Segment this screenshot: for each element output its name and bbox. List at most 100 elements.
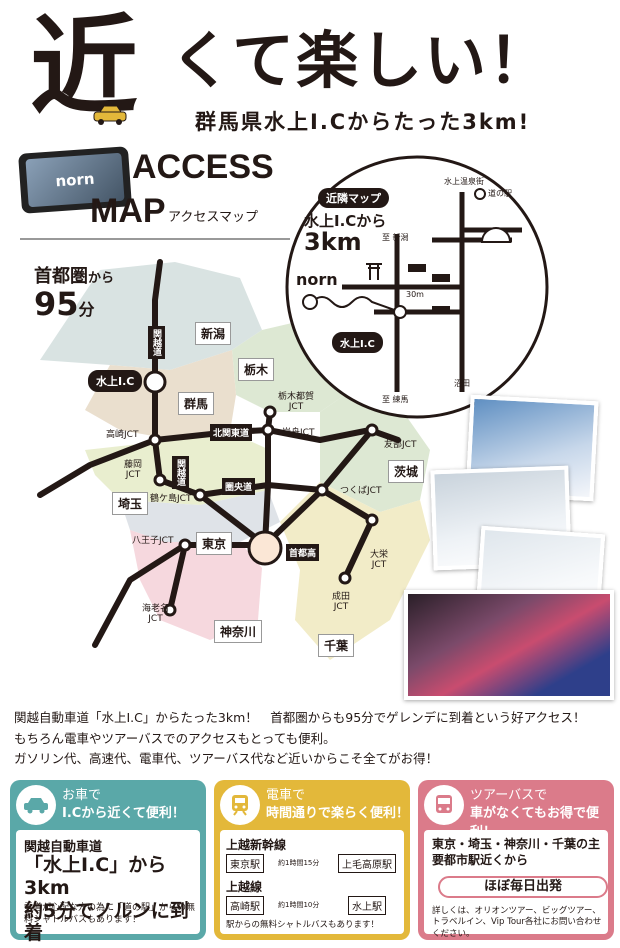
description-line-2: もちろん電車やツアーバスでのアクセスもとっても便利。 — [14, 730, 336, 746]
card-bus-origin: 東京・埼玉・神奈川・千葉の主要都市駅近くから — [432, 837, 601, 868]
nearby-ic-label: 水上I.C — [332, 332, 383, 353]
node-iwafune — [261, 423, 275, 437]
car-icon — [93, 105, 127, 125]
description-line-3: ガソリン代、高速代、電車代、ツアーバス代など近いからこそ全てがお得！ — [14, 751, 439, 767]
card-car-header-1: お車で — [62, 788, 102, 803]
train-line-1-to: 上毛高原駅 — [338, 854, 396, 873]
jct-ebina: 海老名 JCT — [142, 604, 170, 625]
train-line-1-time: 約1時間15分 — [278, 859, 320, 867]
access-description: 関越自動車道「水上I.C」からたった3km！ 首都圏からも95分でゲレンデに到着… — [14, 708, 614, 770]
access-map-title: norn ACCESS MAP アクセスマップ — [18, 146, 300, 242]
node-tsukuba — [315, 483, 329, 497]
nearby-norn-logo: norn — [296, 270, 338, 289]
road-tohoku — [262, 409, 273, 548]
node-fujioka — [153, 473, 167, 487]
metro-from: 首都圏 — [34, 266, 88, 287]
jct-tsurugashima: 鶴ケ島JCT — [150, 494, 192, 504]
road-tag-kanetsu-mid: 関越道 — [172, 456, 189, 489]
map-subtitle: アクセスマップ — [168, 210, 258, 225]
card-train-body: 上越新幹線 東京駅 約1時間15分 上毛高原駅 上越線 高崎駅 約1時間10分 … — [220, 830, 404, 934]
bus-badge-icon — [424, 785, 464, 825]
car-badge-icon — [16, 785, 56, 825]
node-minakami — [143, 370, 167, 394]
node-narita — [338, 571, 352, 585]
card-bus-header: ツアーバスで 車がなくてもお得で便利！ — [418, 780, 614, 840]
road-tag-ken-o: 圏央道 — [222, 478, 256, 495]
divider — [20, 238, 290, 240]
road-tag-kanetsu-top: 関越道 — [148, 326, 165, 359]
photo-group — [404, 590, 614, 700]
card-train-header-1: 電車で — [266, 788, 306, 803]
card-car-note: 雪道が心配な方の為に「道の駅」からの無料シャトルバスもあります！ — [24, 903, 196, 926]
train-badge-icon — [220, 785, 260, 825]
train-line-2-from: 高崎駅 — [226, 896, 264, 915]
road-tomei — [167, 542, 188, 613]
nearby-onsen: 水上温泉街 — [444, 177, 484, 186]
jct-narita: 成田 JCT — [332, 592, 351, 613]
area-niigata: 新潟 — [195, 322, 232, 345]
sign-norn-2 — [432, 274, 450, 282]
metro-minutes: 95 — [34, 285, 79, 323]
sign-norn-1 — [408, 264, 426, 272]
train-line-1-from: 東京駅 — [226, 854, 264, 873]
map-title: MAP — [90, 192, 166, 230]
nearby-distance: 3km — [304, 228, 362, 256]
card-bus: ツアーバスで 車がなくてもお得で便利！ 東京・埼玉・神奈川・千葉の主要都市駅近く… — [418, 780, 614, 940]
train-line-2-time: 約1時間10分 — [278, 901, 320, 909]
nearby-from: 水上I.Cから — [304, 212, 387, 230]
area-tokyo: 東京 — [196, 532, 233, 555]
headline-rest: くて楽しい！ — [170, 24, 553, 97]
jct-iwafune: 岩舟JCT — [282, 428, 315, 438]
card-car-header-2: I.Cから近くて便利！ — [62, 806, 185, 821]
node-tochigi-tsuga — [263, 405, 277, 419]
area-gunma: 群馬 — [178, 392, 215, 415]
node-tokyo — [247, 530, 283, 566]
card-bus-header-1: ツアーバスで — [470, 788, 548, 803]
road-ken-o — [157, 477, 375, 581]
nearby-numata: 沼田 — [454, 379, 470, 388]
node-ebina — [163, 603, 177, 617]
nearby-map: 近隣マップ 水上I.Cから 3km norn 水上温泉街 道の駅 至 新潟 至 … — [282, 152, 552, 422]
jct-tochigi-tsuga: 栃木都賀 JCT — [278, 392, 315, 413]
area-tochigi: 栃木 — [238, 358, 275, 381]
nearby-to-niigata: 至 新潟 — [382, 233, 409, 242]
card-car-body: 関越自動車道 「水上I.C」から3km 約5分でノルンに到着 雪道が心配な方の為… — [16, 830, 200, 944]
card-train-note: 駅からの無料シャトルバスもあります！ — [226, 920, 380, 930]
headline-big-char: 近 — [30, 5, 138, 130]
nearby-michinoeki-dot — [474, 188, 486, 200]
jct-hachioji: 八王子JCT — [132, 536, 174, 546]
card-car-headline-2: 約5分でノルンに到着 — [24, 899, 189, 945]
jct-fujioka: 藤岡 JCT — [124, 460, 143, 481]
jct-oei: 大栄 JCT — [370, 550, 389, 571]
area-saitama: 埼玉 — [112, 492, 149, 515]
card-train-header-2: 時間通りで楽らく便利！ — [266, 806, 410, 821]
train-line-2: 上越線 — [226, 880, 263, 894]
jct-tsukuba: つくばJCT — [340, 486, 382, 496]
node-tomobe — [365, 423, 379, 437]
card-car-road: 関越自動車道 — [24, 840, 103, 855]
card-train-header: 電車で 時間通りで楽らく便利！ — [214, 780, 410, 825]
metro-minutes-suffix: 分 — [78, 300, 95, 319]
headline: 近 くて楽しい！ 群馬県水上I.Cからたった3km! — [30, 5, 590, 135]
train-line-2-to: 水上駅 — [348, 896, 386, 915]
card-car-headline: 「水上I.C」から3km 約5分でノルンに到着 — [24, 854, 200, 945]
nearby-norn-dot — [302, 294, 318, 310]
minakami-ic-label: 水上I.C — [88, 370, 143, 392]
tunnel-icon — [480, 227, 512, 243]
metro-from-suffix: から — [88, 271, 115, 286]
nearby-route — [311, 296, 401, 313]
card-bus-body: 東京・埼玉・神奈川・千葉の主要都市駅近くから ほぼ毎日出発 詳しくは、オリオンツ… — [424, 830, 608, 939]
road-tag-shutoko: 首都高 — [286, 544, 320, 561]
headline-subtitle: 群馬県水上I.Cからたった3km! — [195, 110, 531, 134]
card-car: お車で I.Cから近くて便利！ 関越自動車道 「水上I.C」から3km 約5分で… — [10, 780, 206, 944]
nearby-tag: 近隣マップ — [318, 188, 389, 208]
node-tsurugashima — [193, 488, 207, 502]
nearby-ic-dot — [393, 305, 407, 319]
node-oei — [365, 513, 379, 527]
card-train: 電車で 時間通りで楽らく便利！ 上越新幹線 東京駅 約1時間15分 上毛高原駅 … — [214, 780, 410, 940]
area-kanagawa: 神奈川 — [214, 620, 263, 643]
area-chiba: 千葉 — [318, 634, 355, 657]
region-chiba — [280, 482, 430, 660]
metro-caption: 首都圏から 95分 — [34, 262, 124, 320]
node-hachioji — [178, 538, 192, 552]
